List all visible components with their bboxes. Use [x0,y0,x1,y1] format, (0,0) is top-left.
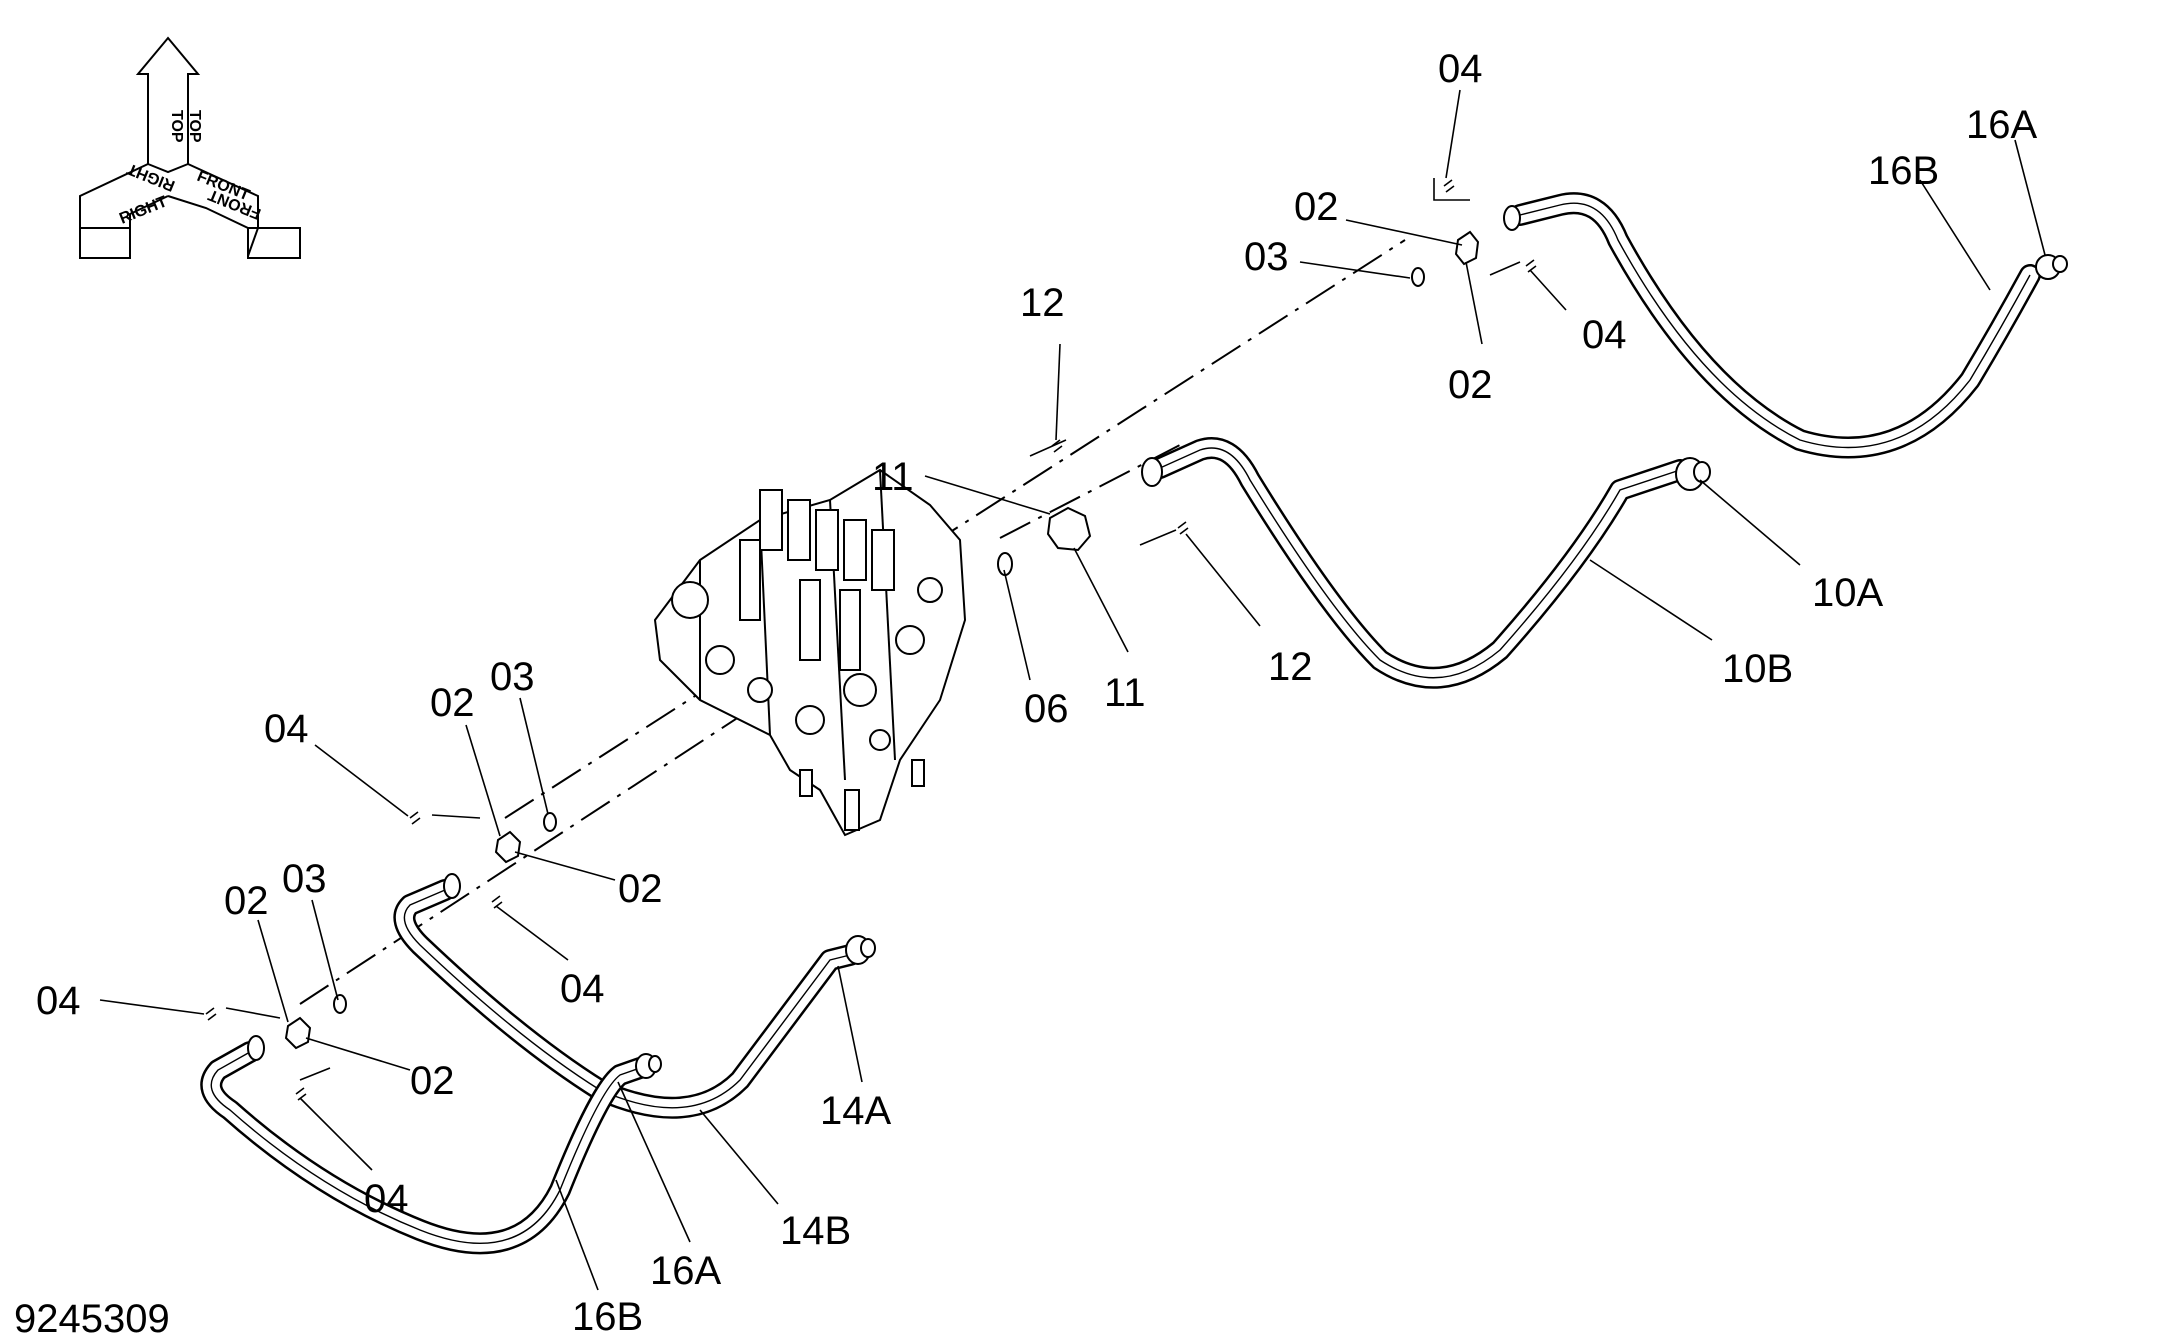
callout-03-low: 03 [282,857,327,901]
hose-10 [997,437,1711,689]
hose-16-lower [200,994,662,1255]
bolts [205,178,1537,1101]
callout-02-low-right: 02 [410,1059,455,1103]
callout-12-top: 12 [1020,281,1065,325]
callout-02-top-a: 02 [1294,185,1339,229]
control-valve-block [653,468,967,837]
orientation-symbol: TOP TOP RIGHT RIGHT FRONT FRONT [79,36,301,259]
callout-10a: 10A [1812,571,1883,615]
drawing-number: 9245309 [14,1297,170,1341]
orientation-right-label-b: RIGHT [117,193,170,227]
orientation-top-label-b: TOP [168,110,185,143]
callout-02-mid-right: 02 [618,867,663,911]
callout-04-low-right: 04 [364,1177,409,1221]
callout-06: 06 [1024,687,1069,731]
callout-03-top: 03 [1244,235,1289,279]
callout-16a-top: 16A [1966,103,2037,147]
callout-03-mid: 03 [490,655,535,699]
callout-10b: 10B [1722,647,1793,691]
callout-labels: 04 16A 16B 02 03 04 02 12 11 10A 06 11 1… [36,47,2037,1339]
callout-16a-low: 16A [650,1249,721,1293]
hose-16-upper [1411,192,2068,459]
callout-16b-top: 16B [1868,149,1939,193]
orientation-top-label-a: TOP [186,110,203,143]
callout-12-right: 12 [1268,645,1313,689]
callout-04-top-right: 04 [1582,313,1627,357]
callout-11-left: 11 [872,455,914,499]
callout-02-top-b: 02 [1448,363,1493,407]
callout-11-right: 11 [1104,671,1146,715]
callout-04-top: 04 [1438,47,1483,91]
callout-04-low: 04 [36,979,81,1023]
callout-02-low: 02 [224,879,269,923]
callout-02-mid: 02 [430,681,475,725]
callout-04-mid-right: 04 [560,967,605,1011]
callout-14a: 14A [820,1089,891,1133]
callout-14b: 14B [780,1209,851,1253]
callout-04-mid: 04 [264,707,309,751]
callout-16b-low: 16B [572,1295,643,1339]
leader-lines [99,89,2046,1291]
